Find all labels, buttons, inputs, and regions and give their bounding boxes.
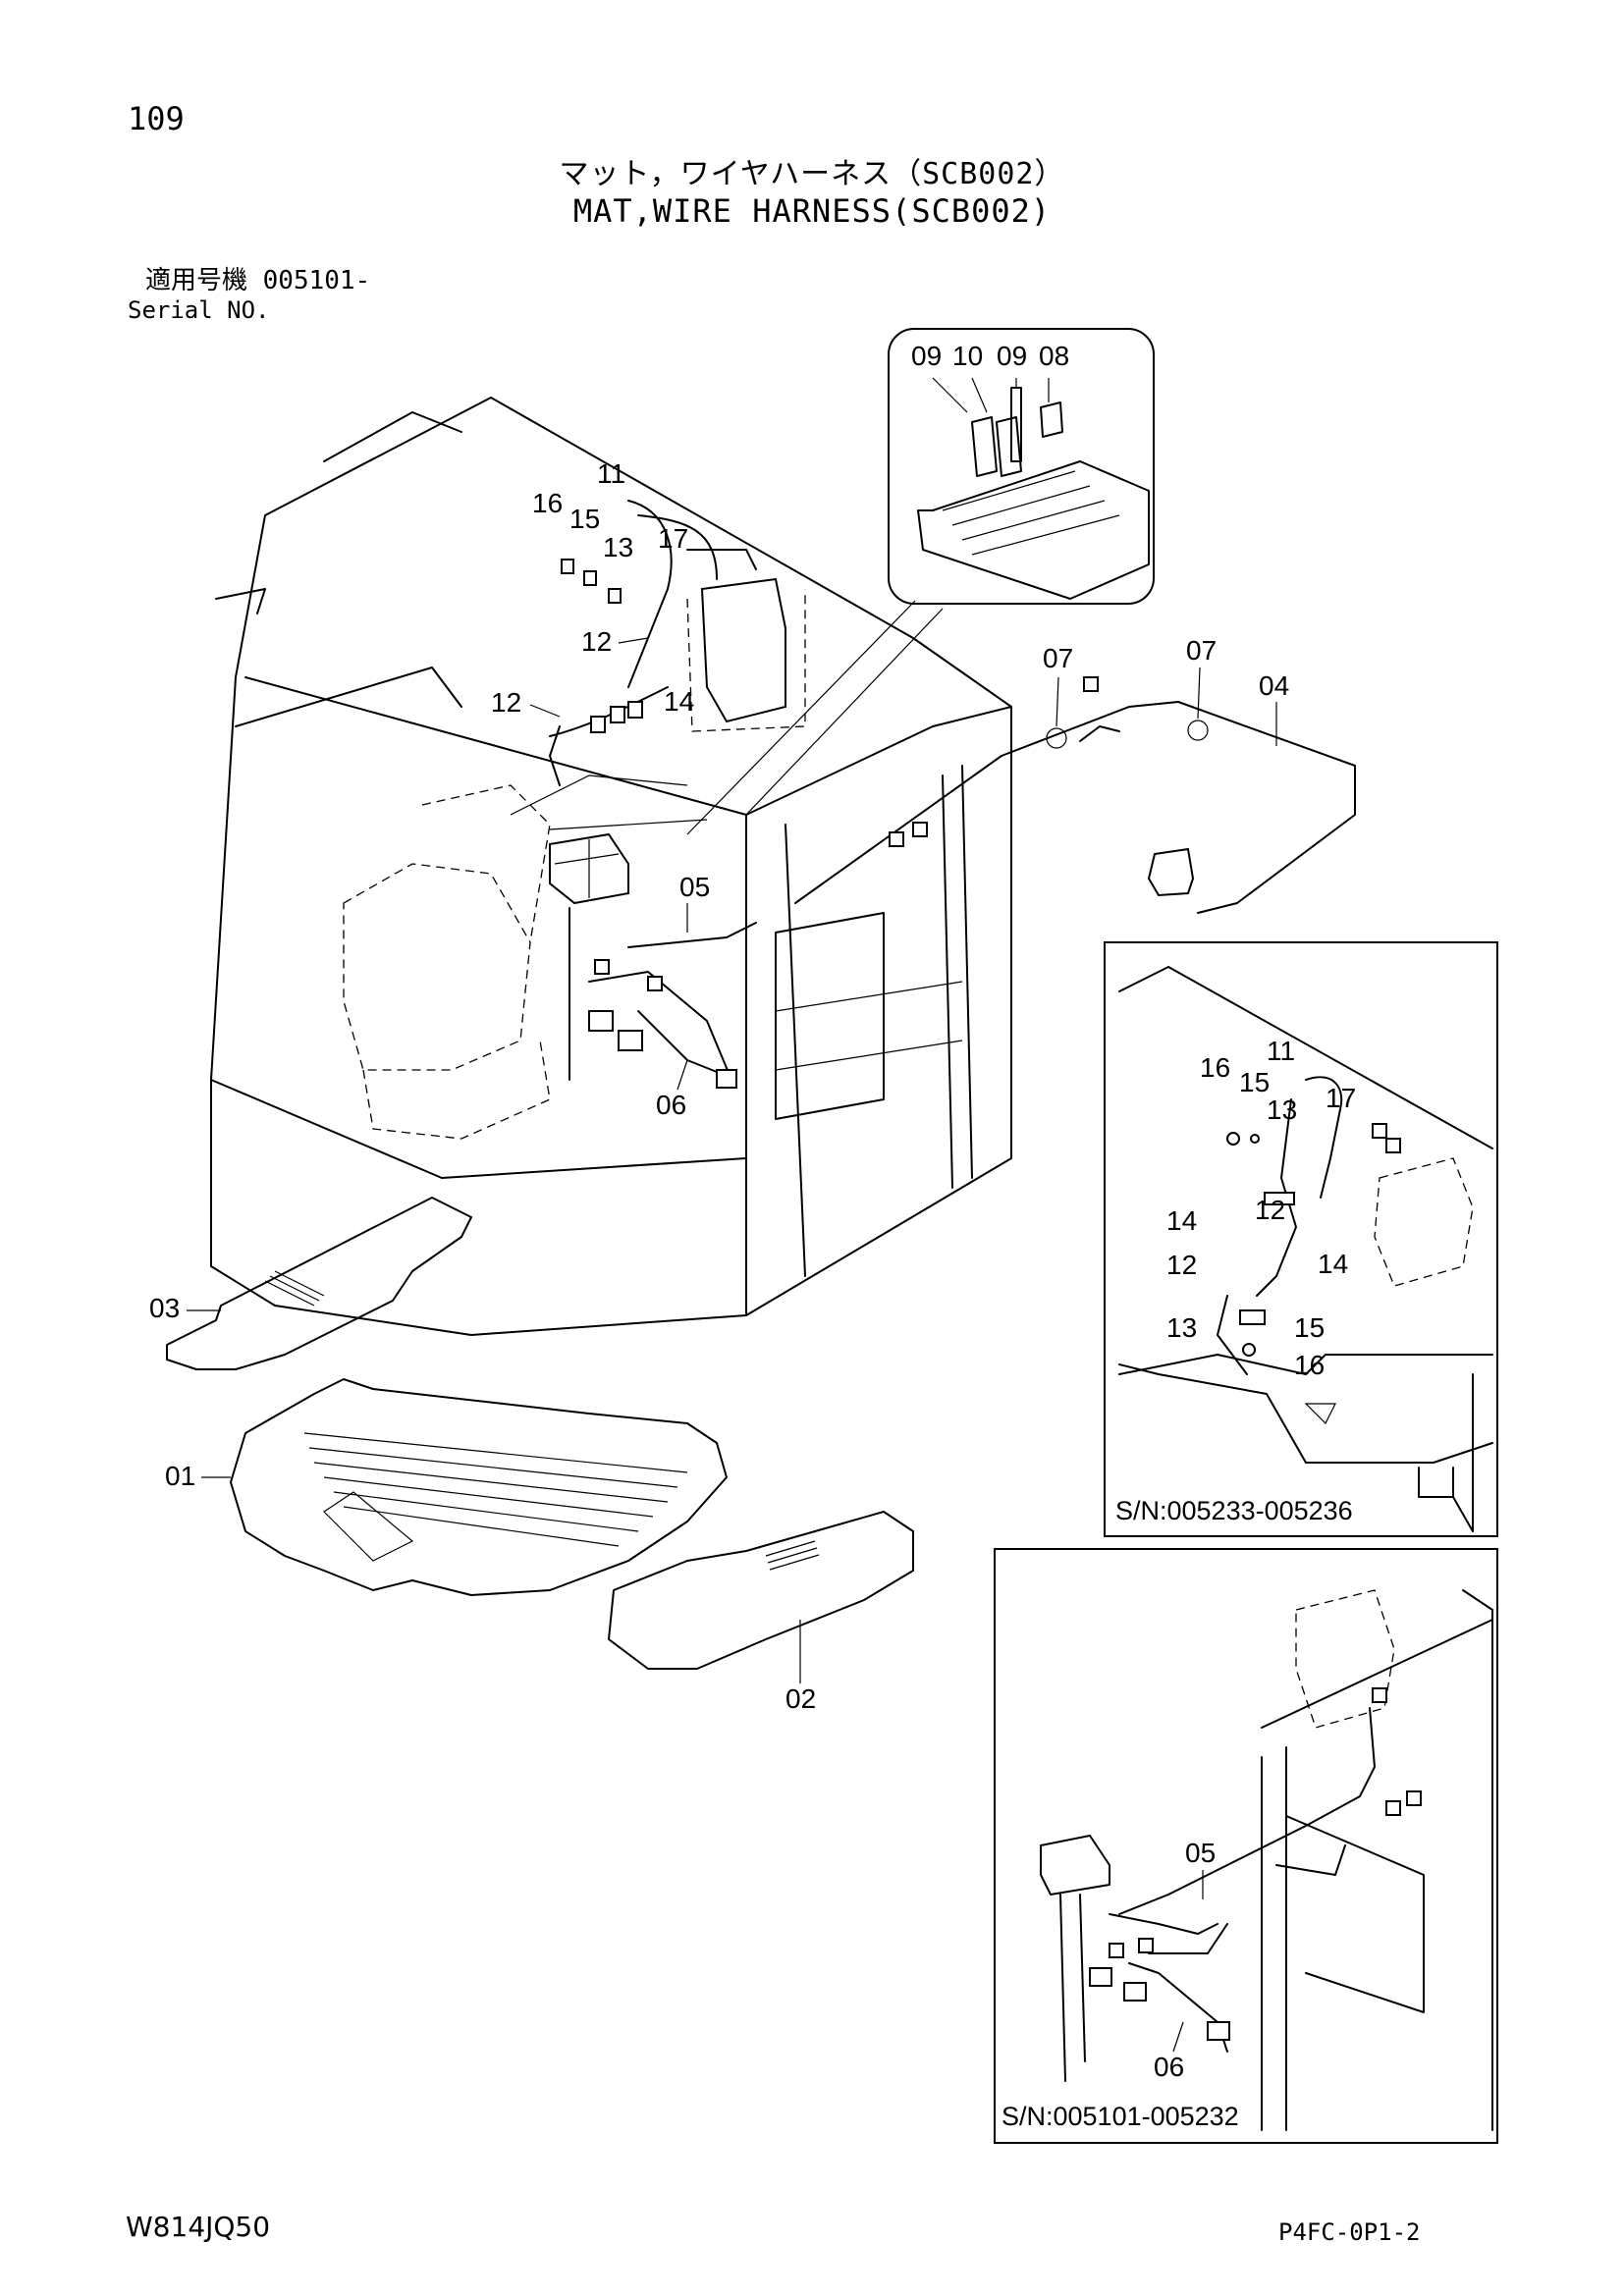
- mats: [166, 1197, 914, 1670]
- main-label-11: 11: [597, 458, 625, 489]
- sheet-code: P4FC-0P1-2: [1278, 2218, 1421, 2246]
- main-label-04: 04: [1259, 670, 1289, 701]
- inset-top-label-17: 17: [1326, 1083, 1356, 1113]
- inset-top-label-15: 15: [1239, 1067, 1270, 1097]
- inset-top-label-16b: 16: [1294, 1350, 1325, 1380]
- title-english: MAT,WIRE HARNESS(SCB002): [572, 192, 1052, 230]
- inset-bottom-caption: S/N:005101-005232: [1001, 2102, 1239, 2131]
- serial-range-japanese: 適用号機 005101-: [145, 266, 371, 295]
- fuse-label-10: 10: [952, 341, 983, 371]
- inset-top-labels: 11 16 15 13 17 12 14 14 12 13 15 16 S/N:…: [1115, 1036, 1356, 1525]
- main-label-15: 15: [569, 504, 600, 534]
- main-label-07b: 07: [1186, 635, 1217, 666]
- title-japanese: マット，ワイヤハーネス（SCB002）: [559, 157, 1065, 191]
- inset-top-label-13: 13: [1267, 1095, 1297, 1125]
- main-label-05: 05: [679, 872, 710, 902]
- fuse-label-09b: 09: [997, 341, 1027, 371]
- fuse-detail-callout: [686, 328, 1155, 835]
- cab-outline: [210, 397, 1012, 1336]
- seat-dashed: [343, 784, 551, 1140]
- main-view-labels: 01 02 03 04 05 06 07 07 11 12 12 13 14 1…: [149, 458, 1289, 1714]
- main-label-12b: 12: [491, 687, 521, 718]
- inset-bottom: [994, 1548, 1498, 2144]
- page-number: 109: [128, 100, 185, 137]
- controller-box: [549, 577, 806, 905]
- serial-label-english: Serial NO.: [128, 296, 270, 324]
- main-label-13: 13: [603, 532, 633, 562]
- inset-bottom-labels: 05 06 S/N:005101-005232: [1001, 1838, 1239, 2131]
- inset-top-label-11: 11: [1267, 1036, 1295, 1066]
- connectors: [561, 559, 1209, 1089]
- main-label-07a: 07: [1043, 643, 1073, 673]
- inset-bottom-label-05: 05: [1185, 1838, 1216, 1868]
- main-label-16: 16: [532, 488, 563, 518]
- main-label-01: 01: [165, 1461, 195, 1491]
- inset-top-label-14a: 14: [1166, 1205, 1197, 1236]
- main-label-12a: 12: [581, 626, 612, 657]
- document-code: W814JQ50: [126, 2211, 271, 2243]
- inset-top-label-12a: 12: [1255, 1195, 1285, 1225]
- inset-top-label-15b: 15: [1294, 1312, 1325, 1343]
- inset-top-label-16: 16: [1200, 1052, 1230, 1083]
- fuse-label-08: 08: [1039, 341, 1069, 371]
- inset-top: [1104, 941, 1498, 1537]
- inset-bottom-label-06: 06: [1154, 2052, 1184, 2082]
- main-label-17: 17: [658, 523, 688, 554]
- fuse-label-09a: 09: [911, 341, 942, 371]
- inset-top-label-13b: 13: [1166, 1312, 1197, 1343]
- main-label-06: 06: [656, 1090, 686, 1120]
- main-label-02: 02: [785, 1683, 816, 1714]
- fuse-detail-labels: 09 10 09 08: [911, 341, 1069, 371]
- main-label-14: 14: [664, 686, 694, 717]
- harness-lines: [549, 500, 1356, 1081]
- inset-top-caption: S/N:005233-005236: [1115, 1496, 1353, 1525]
- inset-top-label-14b: 14: [1318, 1249, 1348, 1279]
- inset-top-label-12b: 12: [1166, 1250, 1197, 1280]
- main-label-03: 03: [149, 1293, 180, 1323]
